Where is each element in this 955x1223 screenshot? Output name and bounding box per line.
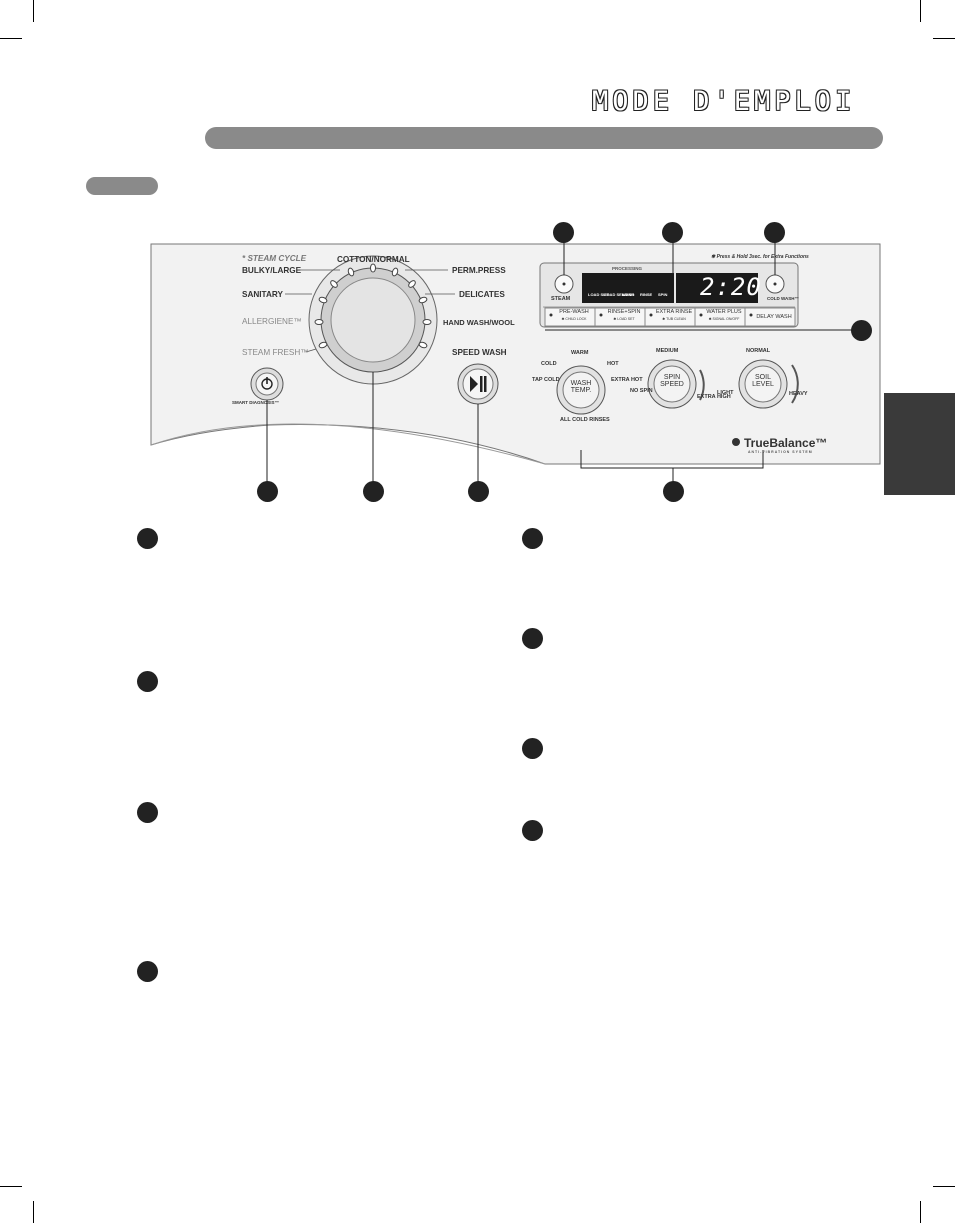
side-tab (884, 393, 955, 495)
knob-label: SPIN (663, 374, 681, 381)
option-pre-wash-button[interactable]: PRE-WASH ✱ CHILD LOCK (554, 309, 594, 326)
wash-temp-tap-cold: TAP COLD (532, 377, 560, 383)
wash-temp-warm: WARM (571, 350, 589, 356)
knob-label: TEMP. (570, 387, 592, 394)
crop-mark (933, 1186, 955, 1187)
description-marker (522, 820, 543, 841)
extra-functions-note: ✱ Press & Hold 3sec. for Extra Functions (711, 254, 809, 260)
cycle-cotton-normal[interactable]: COTTON/NORMAL (337, 255, 410, 264)
option-sub-label: ✱ LOAD SET (613, 317, 635, 321)
option-water-plus-button[interactable]: WATER PLUS ✱ SIGNAL ON/OFF (704, 309, 744, 326)
description-marker (137, 671, 158, 692)
stage-rinse: RINSE (640, 292, 653, 297)
knob-label: SPEED (660, 381, 684, 388)
cycle-hand-wash-wool[interactable]: HAND WASH/WOOL (443, 318, 515, 327)
option-label: EXTRA RINSE (655, 309, 693, 315)
subsection-pill (86, 177, 158, 195)
section-bar (205, 127, 883, 149)
knob-label: WASH (570, 380, 592, 387)
callout-marker (257, 481, 278, 502)
knob-label: LEVEL (752, 381, 774, 388)
spin-speed-medium: MEDIUM (656, 348, 679, 354)
steam-cycle-header: * STEAM CYCLE (242, 254, 307, 263)
wash-temp-hot: HOT (607, 361, 619, 367)
power-button[interactable] (251, 368, 283, 400)
option-label: WATER PLUS (706, 309, 742, 315)
callout-marker (851, 320, 872, 341)
cycle-sanitary[interactable]: SANITARY (242, 290, 283, 299)
crop-mark (0, 38, 22, 39)
steam-button[interactable] (555, 275, 573, 293)
all-cold-rinses-label: ALL COLD RINSES (560, 417, 610, 423)
brand-logo: TrueBalance™ (744, 436, 828, 450)
soil-level-normal: NORMAL (746, 348, 771, 354)
spin-speed-extra-high: EXTRA HIGH (697, 394, 731, 400)
knob-label: SOIL (755, 374, 771, 381)
option-extra-rinse-button[interactable]: EXTRA RINSE ✱ TUB CLEAN (654, 309, 694, 326)
crop-mark (33, 1201, 34, 1223)
steam-label: STEAM (551, 296, 571, 302)
smart-diagnosis-label: SMART DIAGNOSIS™ (232, 400, 280, 405)
option-label: PRE-WASH (559, 309, 589, 315)
cycle-perm-press[interactable]: PERM.PRESS (452, 266, 506, 275)
cycle-speed-wash[interactable]: SPEED WASH (452, 348, 507, 357)
processing-label: PROCESSING (612, 266, 643, 271)
crop-mark (0, 1186, 22, 1187)
cold-wash-label: COLD WASH™ (767, 296, 799, 301)
cycle-bulky-large[interactable]: BULKY/LARGE (242, 266, 302, 275)
callout-marker (553, 222, 574, 243)
cold-wash-button[interactable] (766, 275, 784, 293)
time-display: 2:20 (700, 273, 762, 301)
cycle-delicates[interactable]: DELICATES (459, 290, 505, 299)
option-rinse-spin-button[interactable]: RINSE+SPIN ✱ LOAD SET (604, 309, 644, 326)
stage-load-size: LOAD SIZE (588, 292, 610, 297)
crop-mark (33, 0, 34, 22)
brand-subtitle: ANTI-VIBRATION SYSTEM (748, 450, 813, 454)
option-sub-label: ✱ CHILD LOCK (561, 317, 587, 321)
start-pause-button[interactable] (458, 364, 498, 404)
cycle-allergiene[interactable]: ALLERGIENE™ (242, 317, 302, 326)
stage-load-sensing: LOAD SENSING (604, 292, 635, 297)
callout-marker (363, 481, 384, 502)
description-marker (137, 528, 158, 549)
option-sub-label: ✱ SIGNAL ON/OFF (708, 317, 740, 321)
stage-spin: SPIN (658, 292, 668, 297)
wash-temp-cold: COLD (541, 361, 557, 367)
description-marker (137, 961, 158, 982)
crop-mark (920, 0, 921, 22)
soil-level-heavy: HEAVY (789, 391, 808, 397)
cycle-selector-dial[interactable] (357, 302, 389, 334)
callout-marker (662, 222, 683, 243)
wash-temp-extra-hot: EXTRA HOT (611, 377, 643, 383)
option-delay-wash-button[interactable]: DELAY WASH (754, 309, 794, 326)
option-sub-label: ✱ TUB CLEAN (662, 317, 686, 321)
callout-marker (764, 222, 785, 243)
description-marker (522, 528, 543, 549)
option-label: DELAY WASH (756, 314, 792, 320)
cycle-steam-fresh[interactable]: STEAM FRESH™ (242, 348, 309, 357)
page-title: MODE D'EMPLOI (592, 86, 856, 117)
soil-level-light: LIGHT (717, 390, 734, 396)
callout-marker (663, 481, 684, 502)
description-marker (137, 802, 158, 823)
option-label: RINSE+SPIN (607, 309, 641, 315)
callout-marker (468, 481, 489, 502)
stage-wash: WASH (622, 292, 634, 297)
crop-mark (920, 1201, 921, 1223)
description-marker (522, 628, 543, 649)
description-marker (522, 738, 543, 759)
crop-mark (933, 38, 955, 39)
spin-speed-no-spin: NO SPIN (630, 388, 653, 394)
